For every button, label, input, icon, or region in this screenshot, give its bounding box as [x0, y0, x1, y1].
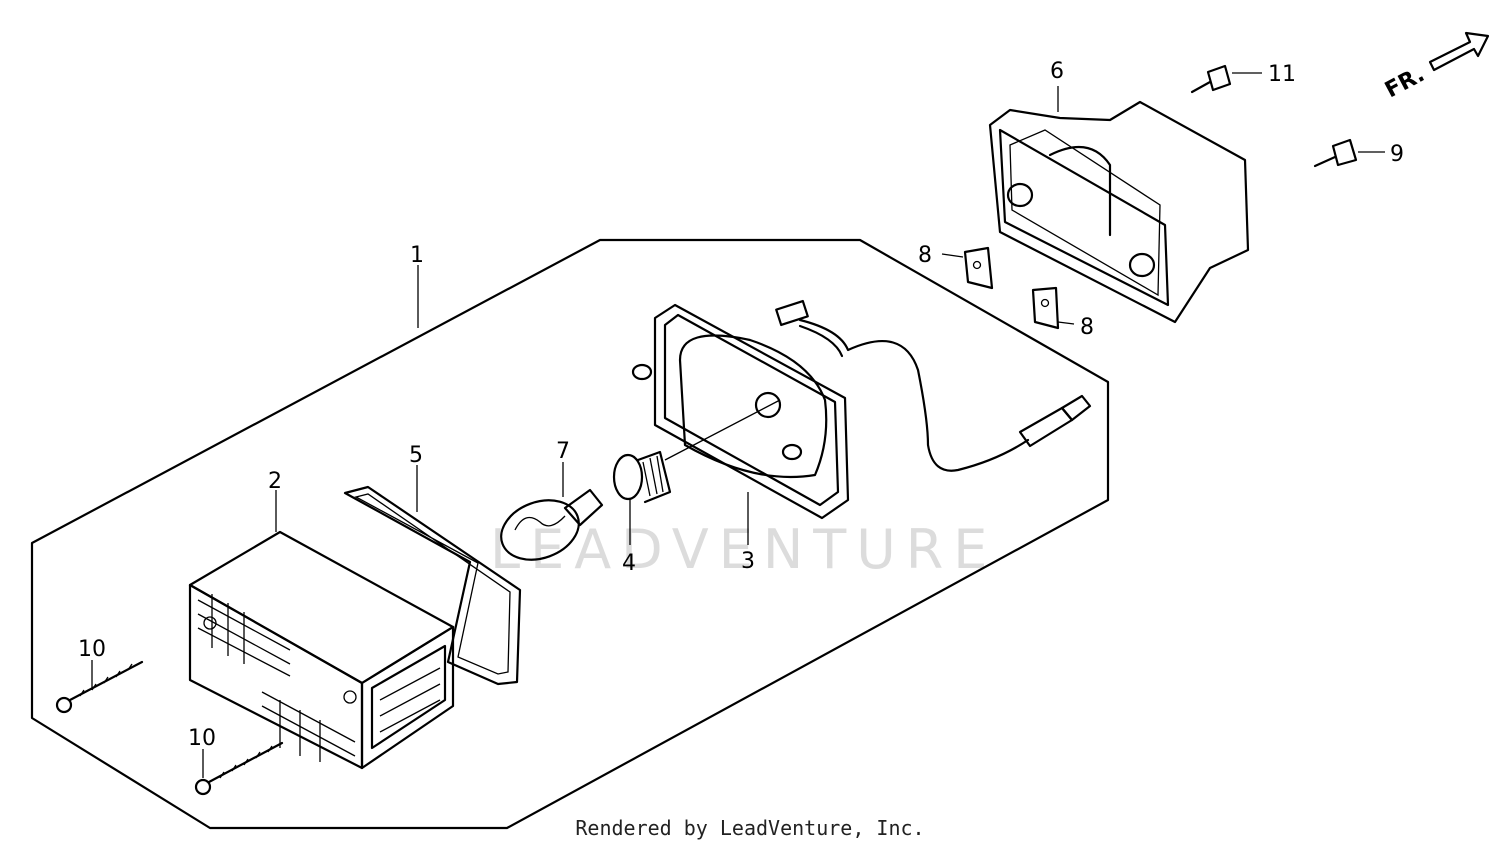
- callout-8-lower: 8: [1080, 315, 1094, 340]
- callout-9: 9: [1390, 142, 1404, 167]
- direction-label: FR.: [1381, 62, 1429, 103]
- callout-7: 7: [556, 439, 570, 464]
- nut-part-lower: [1031, 286, 1060, 330]
- render-credit: Rendered by LeadVenture, Inc.: [575, 816, 925, 840]
- callout-1: 1: [410, 243, 424, 268]
- leader-8b: [1057, 321, 1075, 325]
- callout-10-lower: 10: [188, 726, 216, 751]
- lens-part: [188, 530, 455, 770]
- bolt-part-11: [1190, 64, 1232, 94]
- screw-part-10-lower: [194, 741, 284, 796]
- callout-4: 4: [622, 551, 636, 576]
- bolt-part-9: [1313, 138, 1358, 168]
- callout-10-upper: 10: [78, 637, 106, 662]
- leader-8a: [941, 253, 964, 258]
- socket-part: [612, 399, 781, 504]
- base-part: [988, 100, 1250, 324]
- front-arrow-icon: [1428, 31, 1490, 72]
- bulb-part: [500, 488, 604, 561]
- callout-3: 3: [741, 549, 755, 574]
- nut-part-upper: [963, 246, 994, 290]
- front-direction-marker: FR.: [1381, 31, 1490, 103]
- callout-11: 11: [1268, 62, 1296, 87]
- housing-part: [631, 299, 1092, 520]
- callout-8-upper: 8: [918, 243, 932, 268]
- assembly-outline: [30, 238, 1110, 830]
- watermark-text: LEADVENTURE: [490, 518, 997, 581]
- callout-5: 5: [409, 443, 423, 468]
- gasket-part: [343, 485, 522, 686]
- callout-6: 6: [1050, 59, 1064, 84]
- screw-part-10-upper: [55, 660, 144, 714]
- callout-2: 2: [268, 469, 282, 494]
